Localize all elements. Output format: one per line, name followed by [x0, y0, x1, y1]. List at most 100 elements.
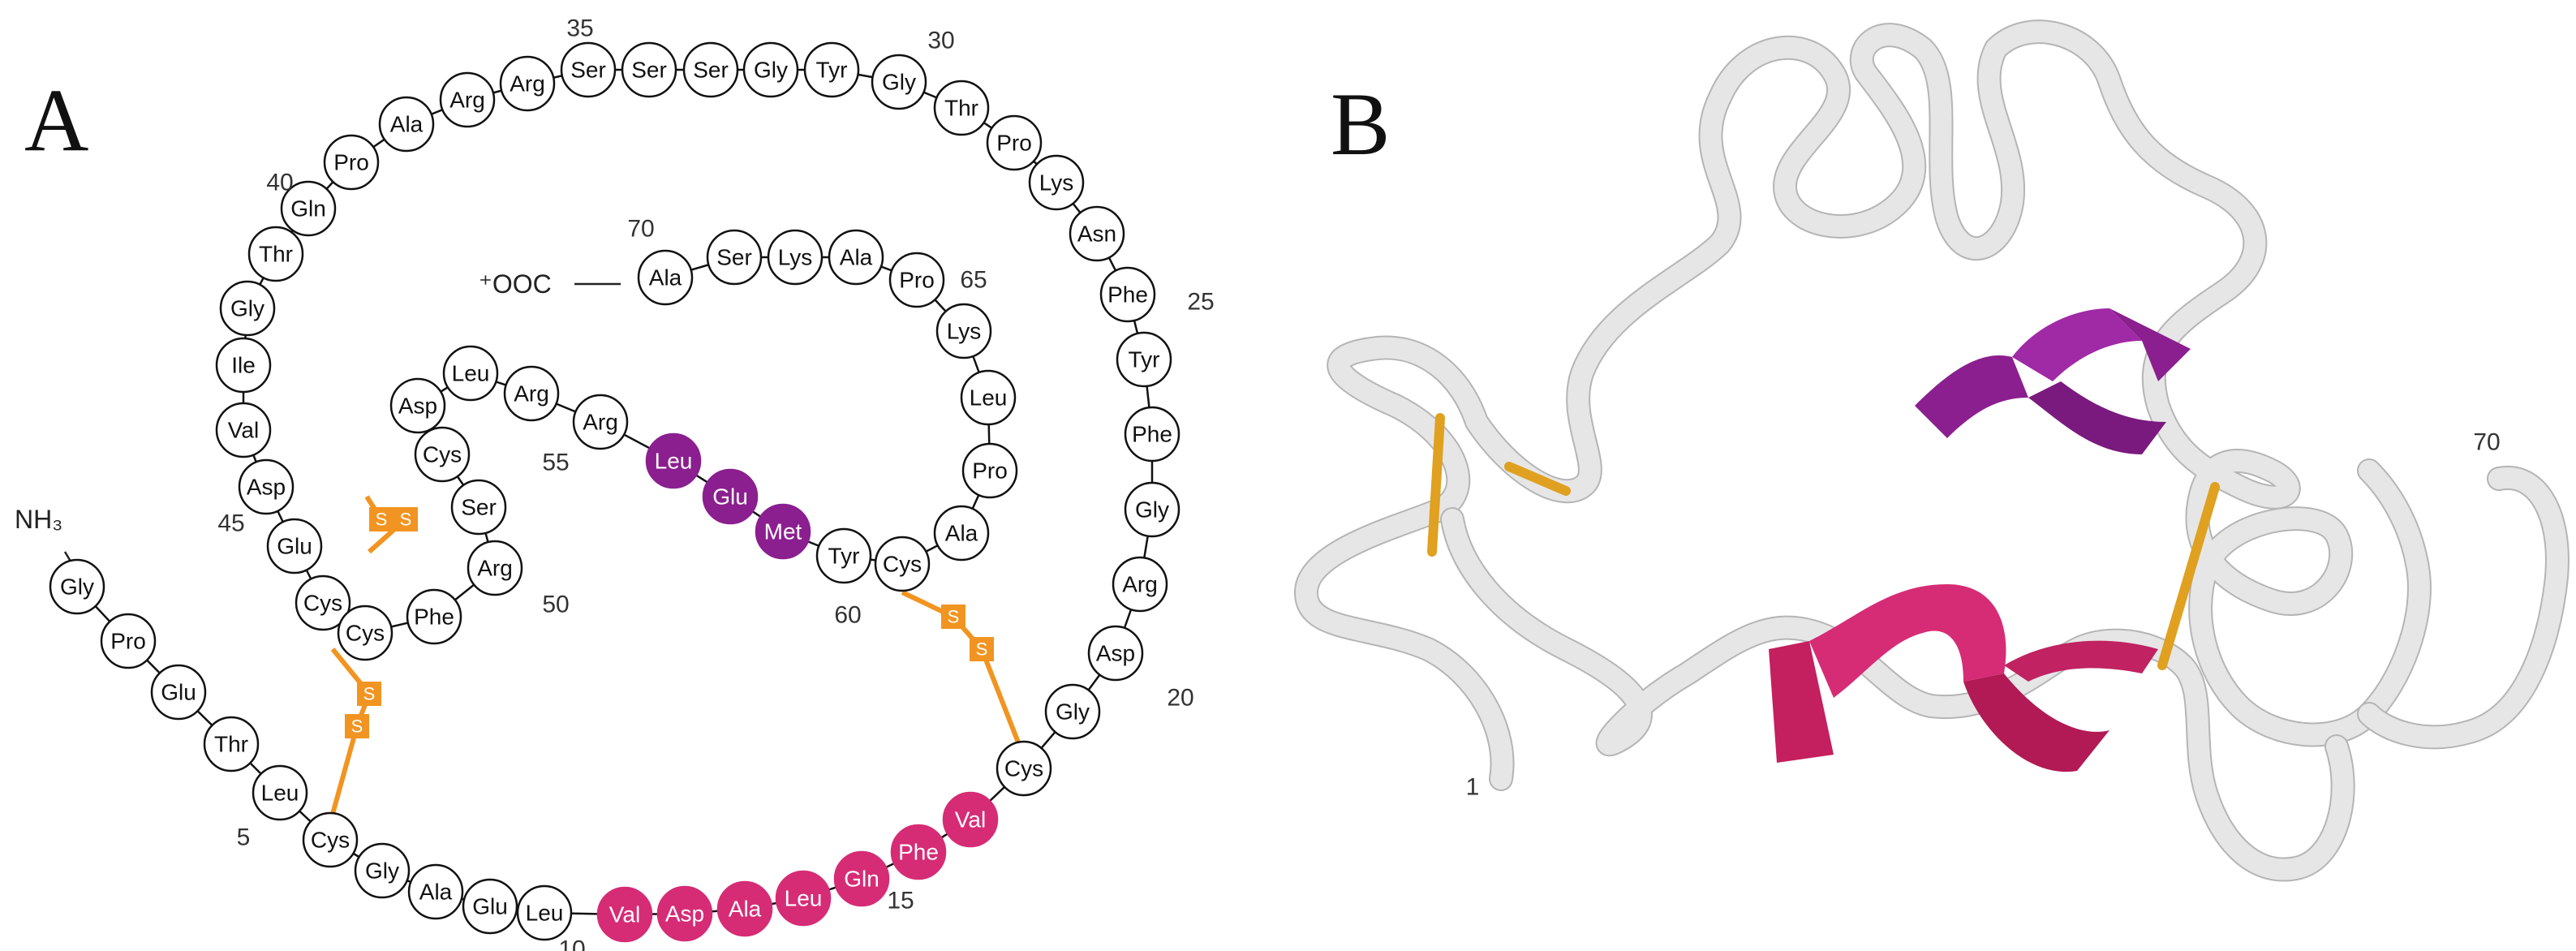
residue-label: Phe	[1132, 422, 1172, 447]
residue-circle	[49, 558, 105, 615]
residue-label: Ser	[631, 58, 667, 83]
residue-circle	[219, 280, 276, 337]
residue-circle	[295, 574, 351, 631]
disulfide-box	[393, 507, 418, 531]
residue-label: Ala	[390, 112, 424, 137]
residue-label: Glu	[277, 534, 312, 559]
residue-label: Val	[228, 418, 259, 443]
residue-16: Phe	[890, 824, 947, 880]
residue-circle	[596, 886, 653, 943]
position-label-10: 10	[558, 936, 585, 951]
residue-circle	[775, 870, 832, 927]
residue-circle	[467, 540, 523, 596]
residue-circle	[439, 71, 496, 128]
residue-53: Asp	[389, 377, 446, 434]
residue-28: Pro	[986, 114, 1043, 171]
panel-b-letter: B	[1331, 75, 1390, 174]
residue-label: Gln	[290, 196, 326, 222]
residue-37: Arg	[439, 71, 496, 128]
residue-circle	[803, 41, 860, 98]
structure-end-label: 70	[2473, 429, 2500, 456]
residue-17: Val	[942, 791, 999, 848]
position-label-70: 70	[627, 216, 654, 243]
disulfide-s-label: S	[976, 639, 988, 660]
helix-ribbon-1	[1769, 584, 2158, 772]
residue-circle	[996, 740, 1052, 797]
residue-label: Ala	[649, 265, 682, 290]
residue-label: Ala	[945, 521, 978, 546]
disulfide-sticks	[1427, 413, 2220, 670]
residue-circle	[323, 134, 380, 191]
residue-label: Cys	[311, 828, 350, 853]
residue-label: Gly	[882, 70, 916, 95]
position-label-25: 25	[1187, 289, 1214, 316]
residue-29: Thr	[933, 80, 990, 136]
residue-circle	[682, 41, 739, 98]
residue-39: Pro	[323, 134, 380, 191]
residue-13: Ala	[716, 880, 773, 937]
residue-label: Tyr	[1129, 347, 1160, 372]
residue-66: Pro	[888, 252, 945, 308]
residue-label: Asp	[398, 394, 437, 419]
residue-circle	[450, 479, 507, 536]
position-label-50: 50	[542, 592, 569, 618]
panel-a-letter: A	[24, 71, 88, 170]
residue-52: Cys	[414, 426, 471, 483]
residue-label: Glu	[161, 680, 196, 705]
residue-38: Ala	[378, 96, 435, 153]
position-label-15: 15	[887, 888, 914, 914]
position-label-30: 30	[927, 28, 954, 54]
residue-circle	[742, 41, 799, 98]
residue-label: Leu	[526, 901, 564, 926]
residue-circle	[302, 811, 359, 868]
residue-label: Leu	[655, 449, 693, 474]
residue-47: Cys	[295, 574, 351, 631]
residue-56: Arg	[572, 394, 629, 450]
residue-circle	[1099, 266, 1156, 323]
residue-circle	[150, 664, 207, 721]
residue-circle	[656, 885, 713, 942]
disulfide-box	[345, 714, 369, 738]
residue-12: Asp	[656, 885, 713, 942]
residue-14: Leu	[775, 870, 832, 927]
residue-9: Glu	[462, 878, 518, 935]
residue-label: Pro	[996, 131, 1032, 156]
residue-circle	[215, 337, 272, 394]
residue-68: Lys	[767, 229, 824, 286]
disulfide-box	[941, 605, 965, 629]
residue-circle	[1124, 481, 1180, 538]
residue-48: Cys	[337, 605, 393, 661]
residue-circle	[280, 180, 337, 237]
residue-label: Lys	[778, 245, 813, 270]
disulfide-s-label: S	[376, 510, 388, 530]
residue-circle	[215, 402, 272, 458]
residue-circle	[933, 80, 990, 136]
residue-58: Glu	[702, 468, 759, 525]
residue-label: Ser	[570, 58, 606, 83]
position-label-20: 20	[1167, 685, 1193, 712]
residue-circle	[1087, 625, 1144, 682]
residue-70: Ala	[637, 249, 694, 306]
residue-circle	[516, 884, 573, 941]
residue-40: Gln	[280, 180, 337, 237]
residue-3: Glu	[150, 664, 207, 721]
residue-label: Gly	[60, 574, 94, 600]
residue-27: Lys	[1028, 154, 1085, 211]
residue-50: Arg	[467, 540, 523, 596]
residue-circle	[1116, 331, 1172, 388]
residue-circle	[933, 505, 990, 562]
residue-label: Glu	[712, 484, 748, 510]
residue-circle	[503, 365, 560, 422]
residue-circle	[935, 303, 992, 359]
residue-1: Gly	[49, 558, 105, 615]
residue-41: Thr	[247, 226, 304, 282]
residue-label: Arg	[449, 88, 485, 113]
residue-circle	[702, 468, 759, 525]
residue-circle	[1112, 556, 1168, 613]
residue-circle	[960, 369, 1017, 426]
residue-22: Gly	[1124, 481, 1180, 538]
residue-label: Arg	[514, 381, 549, 407]
disulfide-link	[901, 590, 1021, 744]
